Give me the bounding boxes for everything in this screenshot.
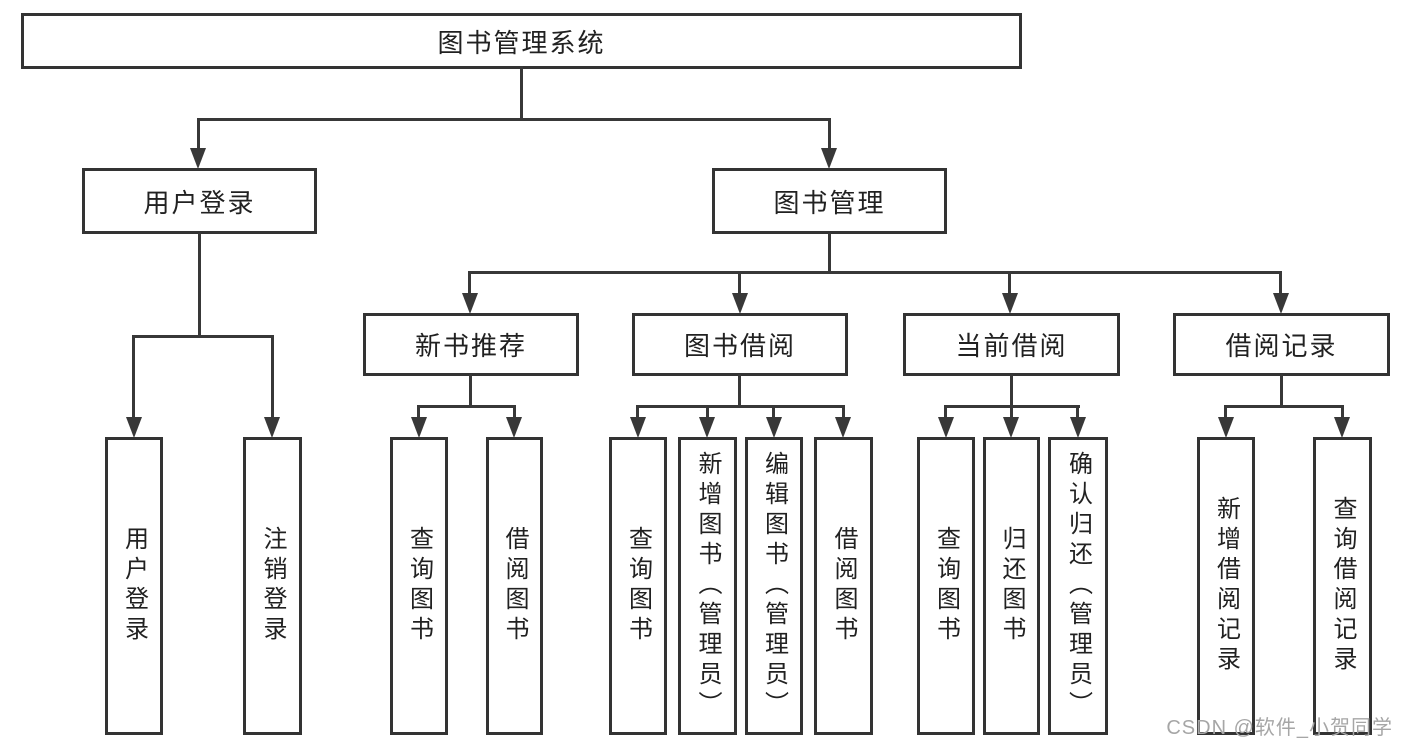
node-return-books: 归还图书: [983, 437, 1040, 735]
arrow-to-user-login-icon: [190, 148, 206, 169]
connector-borrowing-records-drop: [1280, 374, 1283, 407]
node-label: 查询借阅记录: [1329, 496, 1356, 676]
arrow-to-logout-leaf-icon: [264, 417, 280, 438]
connector-user-login-hline: [132, 335, 274, 338]
node-borrow-books: 借阅图书: [814, 437, 873, 735]
node-edit-books-admin: 编辑图书（管理员）: [745, 437, 803, 735]
node-label: 查询图书: [624, 526, 652, 646]
node-label: 编辑图书（管理员）: [760, 451, 788, 721]
node-book-borrowing: 图书借阅: [632, 313, 848, 376]
node-label: 新书推荐: [414, 331, 527, 361]
connector-new-book-hline: [417, 405, 516, 408]
arrow-down-icon: [506, 417, 522, 438]
arrow-to-book-management-icon: [821, 148, 837, 169]
node-label: 查询图书: [405, 526, 433, 646]
node-label: 查询图书: [932, 526, 960, 646]
node-query-books-current: 查询图书: [917, 437, 975, 735]
arrow-down-icon: [1003, 417, 1019, 438]
arrow-down-icon: [630, 417, 646, 438]
connector-stub-current-borrowing: [1008, 273, 1011, 295]
connector-stub: [417, 406, 420, 419]
connector-borrowing-records-hline: [1224, 405, 1344, 408]
arrow-down-icon: [1218, 417, 1234, 438]
connector-book-management-drop: [828, 233, 831, 273]
node-label: 新增图书（管理员）: [694, 451, 721, 721]
arrow-to-login-leaf-icon: [126, 417, 142, 438]
node-label: 注销登录: [259, 526, 286, 646]
connector-stub-logout-leaf: [271, 336, 274, 419]
node-confirm-return-admin: 确认归还（管理员）: [1048, 437, 1108, 735]
arrow-down-icon: [835, 417, 851, 438]
connector-stub: [1076, 406, 1079, 419]
connector-stub-book-borrowing: [738, 273, 741, 295]
node-borrowing-records: 借阅记录: [1173, 313, 1390, 376]
arrow-to-new-book-icon: [462, 293, 478, 314]
connector-stub: [1341, 406, 1344, 419]
connector-current-borrowing-drop: [1010, 374, 1013, 407]
node-borrow-books-recommend: 借阅图书: [486, 437, 543, 735]
connector-root-drop: [520, 66, 523, 120]
arrow-down-icon: [766, 417, 782, 438]
node-label: 图书管理: [773, 187, 886, 218]
node-query-books-recommend: 查询图书: [390, 437, 448, 735]
connector-stub-borrowing-records: [1279, 273, 1282, 295]
node-new-book-recommendation: 新书推荐: [363, 313, 579, 376]
node-add-books-admin: 新增图书（管理员）: [678, 437, 737, 735]
arrow-down-icon: [411, 417, 427, 438]
node-label: 借阅记录: [1225, 331, 1338, 361]
connector-stub: [1224, 406, 1227, 419]
node-label: 新增借阅记录: [1212, 496, 1240, 676]
connector-stub: [772, 406, 775, 419]
connector-stub-user-login: [197, 120, 200, 150]
connector-stub: [706, 406, 709, 419]
node-add-borrow-record: 新增借阅记录: [1197, 437, 1255, 735]
arrow-down-icon: [699, 417, 715, 438]
connector-book-borrowing-drop: [738, 374, 741, 407]
arrow-to-book-borrowing-icon: [732, 293, 748, 314]
node-logout: 注销登录: [243, 437, 302, 735]
arrow-down-icon: [1070, 417, 1086, 438]
node-label: 借阅图书: [830, 526, 857, 646]
connector-stub: [636, 406, 639, 419]
node-label: 用户登录: [120, 526, 148, 646]
arrow-down-icon: [1334, 417, 1350, 438]
connector-stub-new-book: [468, 273, 471, 295]
arrow-down-icon: [938, 417, 954, 438]
connector-stub: [944, 406, 947, 419]
connector-level1-hline: [197, 118, 831, 121]
node-label: 确认归还（管理员）: [1064, 451, 1092, 721]
node-user-login-branch: 用户登录: [82, 168, 317, 234]
node-label: 图书借阅: [683, 331, 796, 361]
connector-stub: [1010, 406, 1013, 419]
node-user-login: 用户登录: [105, 437, 163, 735]
node-book-management-branch: 图书管理: [712, 168, 947, 234]
node-label: 归还图书: [998, 526, 1025, 646]
connector-stub: [842, 406, 845, 419]
node-current-borrowing: 当前借阅: [903, 313, 1120, 376]
node-label: 用户登录: [143, 187, 256, 218]
connector-book-borrowing-hline: [636, 405, 845, 408]
node-library-management-system: 图书管理系统: [21, 13, 1022, 69]
connector-stub-login-leaf: [132, 336, 135, 419]
node-query-books-borrowing: 查询图书: [609, 437, 667, 735]
arrow-to-current-borrowing-icon: [1002, 293, 1018, 314]
connector-stub: [513, 406, 516, 419]
watermark-text: CSDN @软件_小贺同学: [1166, 717, 1393, 739]
node-label: 图书管理系统: [437, 27, 606, 58]
node-query-borrow-record: 查询借阅记录: [1313, 437, 1372, 735]
connector-new-book-drop: [469, 374, 472, 407]
node-label: 借阅图书: [501, 526, 528, 646]
connector-stub-book-management: [828, 120, 831, 150]
connector-level2-hline: [468, 271, 1282, 274]
arrow-to-borrowing-records-icon: [1273, 293, 1289, 314]
node-label: 当前借阅: [955, 331, 1068, 361]
connector-user-login-drop: [198, 233, 201, 337]
